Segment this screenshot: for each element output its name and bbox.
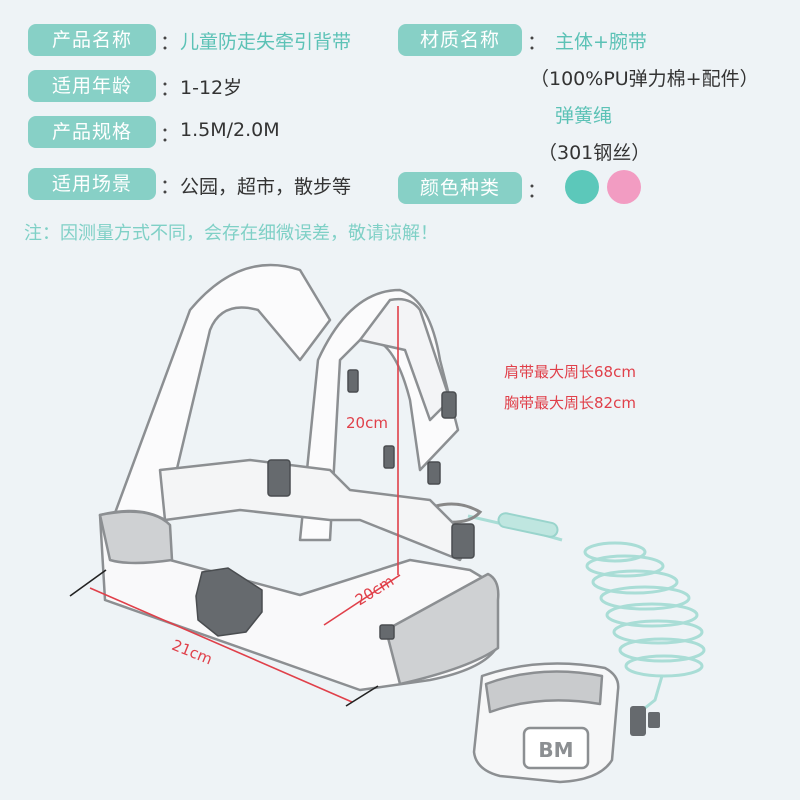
material-spring: 弹簧绳 <box>555 105 613 127</box>
height-measure-label: 20cm <box>346 414 388 432</box>
harness-buckles <box>195 369 475 640</box>
leash-connector <box>497 512 559 538</box>
material-label: 材质名称 <box>398 24 522 56</box>
material-colon: ： <box>527 30 547 54</box>
material-main: 主体+腕带 <box>555 31 647 53</box>
color-colon: ： <box>527 178 547 202</box>
age-value: 1-12岁 <box>180 77 243 99</box>
size-colon: ： <box>160 122 180 146</box>
product-name-label: 产品名称 <box>28 24 156 56</box>
size-label: 产品规格 <box>28 116 156 148</box>
product-name-colon: ： <box>160 30 180 54</box>
wristband-logo-plate <box>522 726 590 770</box>
measurement-note: 注：因测量方式不同，会存在细微误差，敬请谅解！ <box>24 223 438 244</box>
wristband <box>472 662 620 784</box>
measure-lines <box>89 306 401 703</box>
chest-perimeter-label: 胸带最大周长82cm <box>504 394 636 412</box>
age-label: 适用年龄 <box>28 70 156 102</box>
scene-value: 公园，超市，散步等 <box>180 176 352 198</box>
waist-belt <box>98 458 500 692</box>
size-value: 1.5M/2.0M <box>180 119 280 141</box>
age-colon: ： <box>160 76 180 100</box>
scene-colon: ： <box>160 174 180 198</box>
wrist-lock <box>630 706 660 736</box>
material-main-detail: （100%PU弹力棉+配件） <box>530 68 759 90</box>
product-name-value: 儿童防走失牵引背带 <box>180 31 352 53</box>
harness-illustration: BM <box>69 263 706 784</box>
color-label: 颜色种类 <box>398 172 522 204</box>
leash-clip <box>435 502 483 524</box>
pink-color-swatch <box>607 170 641 204</box>
measure-ticks <box>69 569 379 707</box>
teal-color-swatch <box>565 170 599 204</box>
material-spring-detail: （301钢丝） <box>538 142 651 164</box>
shoulder-perimeter-label: 肩带最大周长68cm <box>504 363 636 381</box>
scene-label: 适用场景 <box>28 168 156 200</box>
wristband-logo: BM <box>538 738 573 762</box>
